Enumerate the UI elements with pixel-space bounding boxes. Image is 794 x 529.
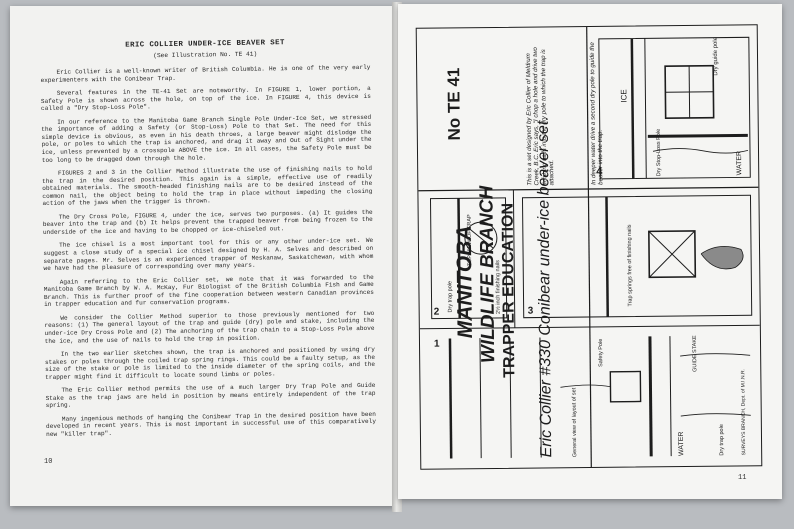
- plate-heading-3: TRAPPER EDUCATION: [500, 203, 519, 378]
- paragraph-5: The Dry Cross Pole, FIGURE 4, under the …: [42, 208, 373, 236]
- fig1-credit-label: SURVEYS BRANCH, Dept. of M.I.N.R.: [740, 369, 747, 455]
- fig4-stop-loss-label: Dry Stop-Loss Pole: [656, 129, 662, 176]
- paragraph-8: We consider the Collier Method superior …: [44, 309, 375, 345]
- figure-3: 3 Trap springs free of finishing nails: [521, 194, 753, 319]
- left-text-block: ERIC COLLIER UNDER-ICE BEAVER SET (See I…: [40, 39, 377, 445]
- figure-2: 2 TOP VIEW OF TRAP Dry trap pole 2½ inch…: [429, 197, 508, 320]
- paragraph-6: The ice chisel is a most important tool …: [43, 237, 374, 273]
- paragraph-4: FIGURES 2 and 3 in the Collier Method il…: [42, 164, 373, 208]
- left-page-number: 10: [44, 458, 53, 466]
- fig2-nails-label: 2½ inch finishing nails: [494, 260, 502, 314]
- plate-subtitle: Eric Collier #330 Conibear under-ice bea…: [535, 116, 556, 457]
- figure-4-number: 4: [596, 166, 603, 178]
- figure-1-number: 1: [434, 339, 440, 350]
- fig1-guide-stake-label: GUIDE STAKE: [692, 335, 698, 372]
- fig1-trap-pole-label: Dry trap pole: [719, 424, 725, 456]
- figure-1: 1 General view of layout of set Safety P…: [434, 335, 751, 459]
- fig4-water-label: WATER: [736, 151, 743, 176]
- paragraph-3: In our reference to the Manitoba Game Br…: [41, 113, 372, 164]
- right-page-number: 11: [738, 474, 747, 482]
- figure-2-number: 2: [434, 307, 440, 318]
- left-page: ERIC COLLIER UNDER-ICE BEAVER SET (See I…: [10, 6, 396, 506]
- fig2-trap-pole-label: Dry trap pole: [447, 281, 453, 313]
- fig4-guide-pole-label: Dry guide pole: [713, 36, 719, 75]
- fig1-safety-pole-label: Safety Pole: [598, 339, 604, 367]
- plate-number: No TE 41: [444, 68, 464, 141]
- plate-notes-group: This is a set designed by Eric Collier o…: [524, 42, 605, 186]
- plate-heading-1: MANITOBA: [453, 225, 477, 338]
- paragraph-10: The Eric Collier method permits the use …: [45, 382, 376, 410]
- right-page: MANITOBA WILDLIFE BRANCH TRAPPER EDUCATI…: [398, 4, 782, 499]
- fig1-water-label: WATER: [678, 432, 685, 457]
- figure-4: 4 ICE Dry guide pole WATER Dry Stop-Loss…: [596, 36, 751, 180]
- paragraph-11: Many ingenious methods of hanging the Co…: [45, 410, 377, 438]
- plate-note-1: This is a set designed by Eric Collier o…: [524, 47, 556, 186]
- paragraph-7: Again referring to the Eric Collier set,…: [43, 273, 374, 309]
- paragraph-1: Eric Collier is a well-known writer of B…: [40, 63, 371, 84]
- fig1-general-view-label: General view of layout of set: [571, 387, 578, 457]
- illustration-plate: MANITOBA WILDLIFE BRANCH TRAPPER EDUCATI…: [415, 24, 763, 470]
- figure-3-number: 3: [528, 306, 534, 317]
- fig3-springs-label: Trap springs free of finishing nails: [627, 224, 634, 306]
- illustration-drawing: MANITOBA WILDLIFE BRANCH TRAPPER EDUCATI…: [418, 27, 760, 467]
- paragraph-9: In the two earlier sketches shown, the t…: [44, 345, 376, 381]
- plate-note-2: In deeper water drive a second dry pole …: [588, 42, 605, 185]
- paragraph-2: Several features in the TE-41 Set are no…: [40, 84, 371, 113]
- fig4-ice-label: ICE: [619, 89, 628, 102]
- book-gutter: [392, 2, 402, 512]
- fig2-top-view-label: TOP VIEW OF TRAP: [467, 214, 474, 266]
